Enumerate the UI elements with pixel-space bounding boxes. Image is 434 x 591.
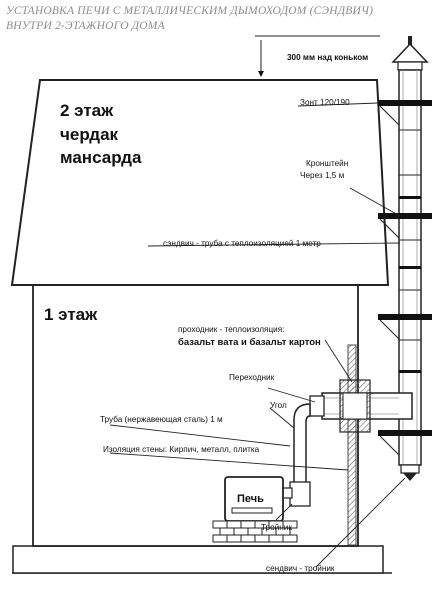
tee-label: Тройник	[261, 523, 292, 532]
title-line-1: УСТАНОВКА ПЕЧИ С МЕТАЛЛИЧЕСКИМ ДЫМОХОДОМ…	[6, 5, 373, 17]
chimney-cap-collar	[397, 61, 423, 71]
stove-outlet	[282, 487, 293, 499]
leader-lines	[109, 102, 406, 568]
umbrella-label: Зонт 120/190	[300, 98, 350, 107]
mansard-label: мансарда	[60, 148, 142, 167]
steel-pipe-label: Труба (нержавеющая сталь) 1 м	[100, 415, 223, 424]
bracket-label-line-2: Через 1,5 м	[300, 171, 345, 180]
sandwich-tee-label: сендвич - тройник	[266, 564, 335, 573]
wall-insulation-label: Изоляция стены: Кирпич, металл, плитка	[103, 445, 260, 454]
condensate-drain	[403, 473, 417, 481]
wall-passage-pipe	[342, 392, 368, 420]
wall-insulation-strip	[347, 344, 357, 546]
stove-brick-base	[212, 520, 298, 543]
first-floor-label: 1 этаж	[44, 305, 98, 324]
adapter	[309, 395, 325, 417]
roof	[10, 79, 390, 286]
passage-label-line-2: базальт вата и базальт картон	[178, 337, 321, 348]
foundation	[12, 545, 384, 574]
height-above-ridge-label: 300 мм над коньком	[287, 53, 368, 62]
sandwich-tee-base	[400, 464, 420, 474]
stove-door	[231, 507, 273, 514]
bracket-label-line-1: Кронштейн	[306, 159, 348, 168]
elbow-label: Угол	[270, 401, 287, 410]
sandwich-pipe-label: сэндвич - труба с теплоизоляцией 1 метр	[163, 239, 321, 248]
adapter-label: Переходник	[229, 373, 275, 382]
second-floor-label: 2 этаж	[60, 101, 114, 120]
chimney-cap-tip	[408, 36, 412, 45]
chimney-cap	[391, 42, 429, 63]
elbow-and-steel-pipe	[293, 403, 311, 491]
title-line-2: ВНУТРИ 2-ЭТАЖНОГО ДОМА	[6, 20, 166, 32]
bracket-bands	[378, 100, 432, 436]
attic-label: чердак	[60, 125, 119, 144]
passage-label-line-1: проходник - теплоизоляция:	[178, 325, 284, 334]
bracket-supports	[379, 105, 400, 456]
stove-tee	[289, 481, 311, 507]
pipe-joints	[399, 129, 421, 341]
stove-label: Печь	[237, 493, 264, 505]
